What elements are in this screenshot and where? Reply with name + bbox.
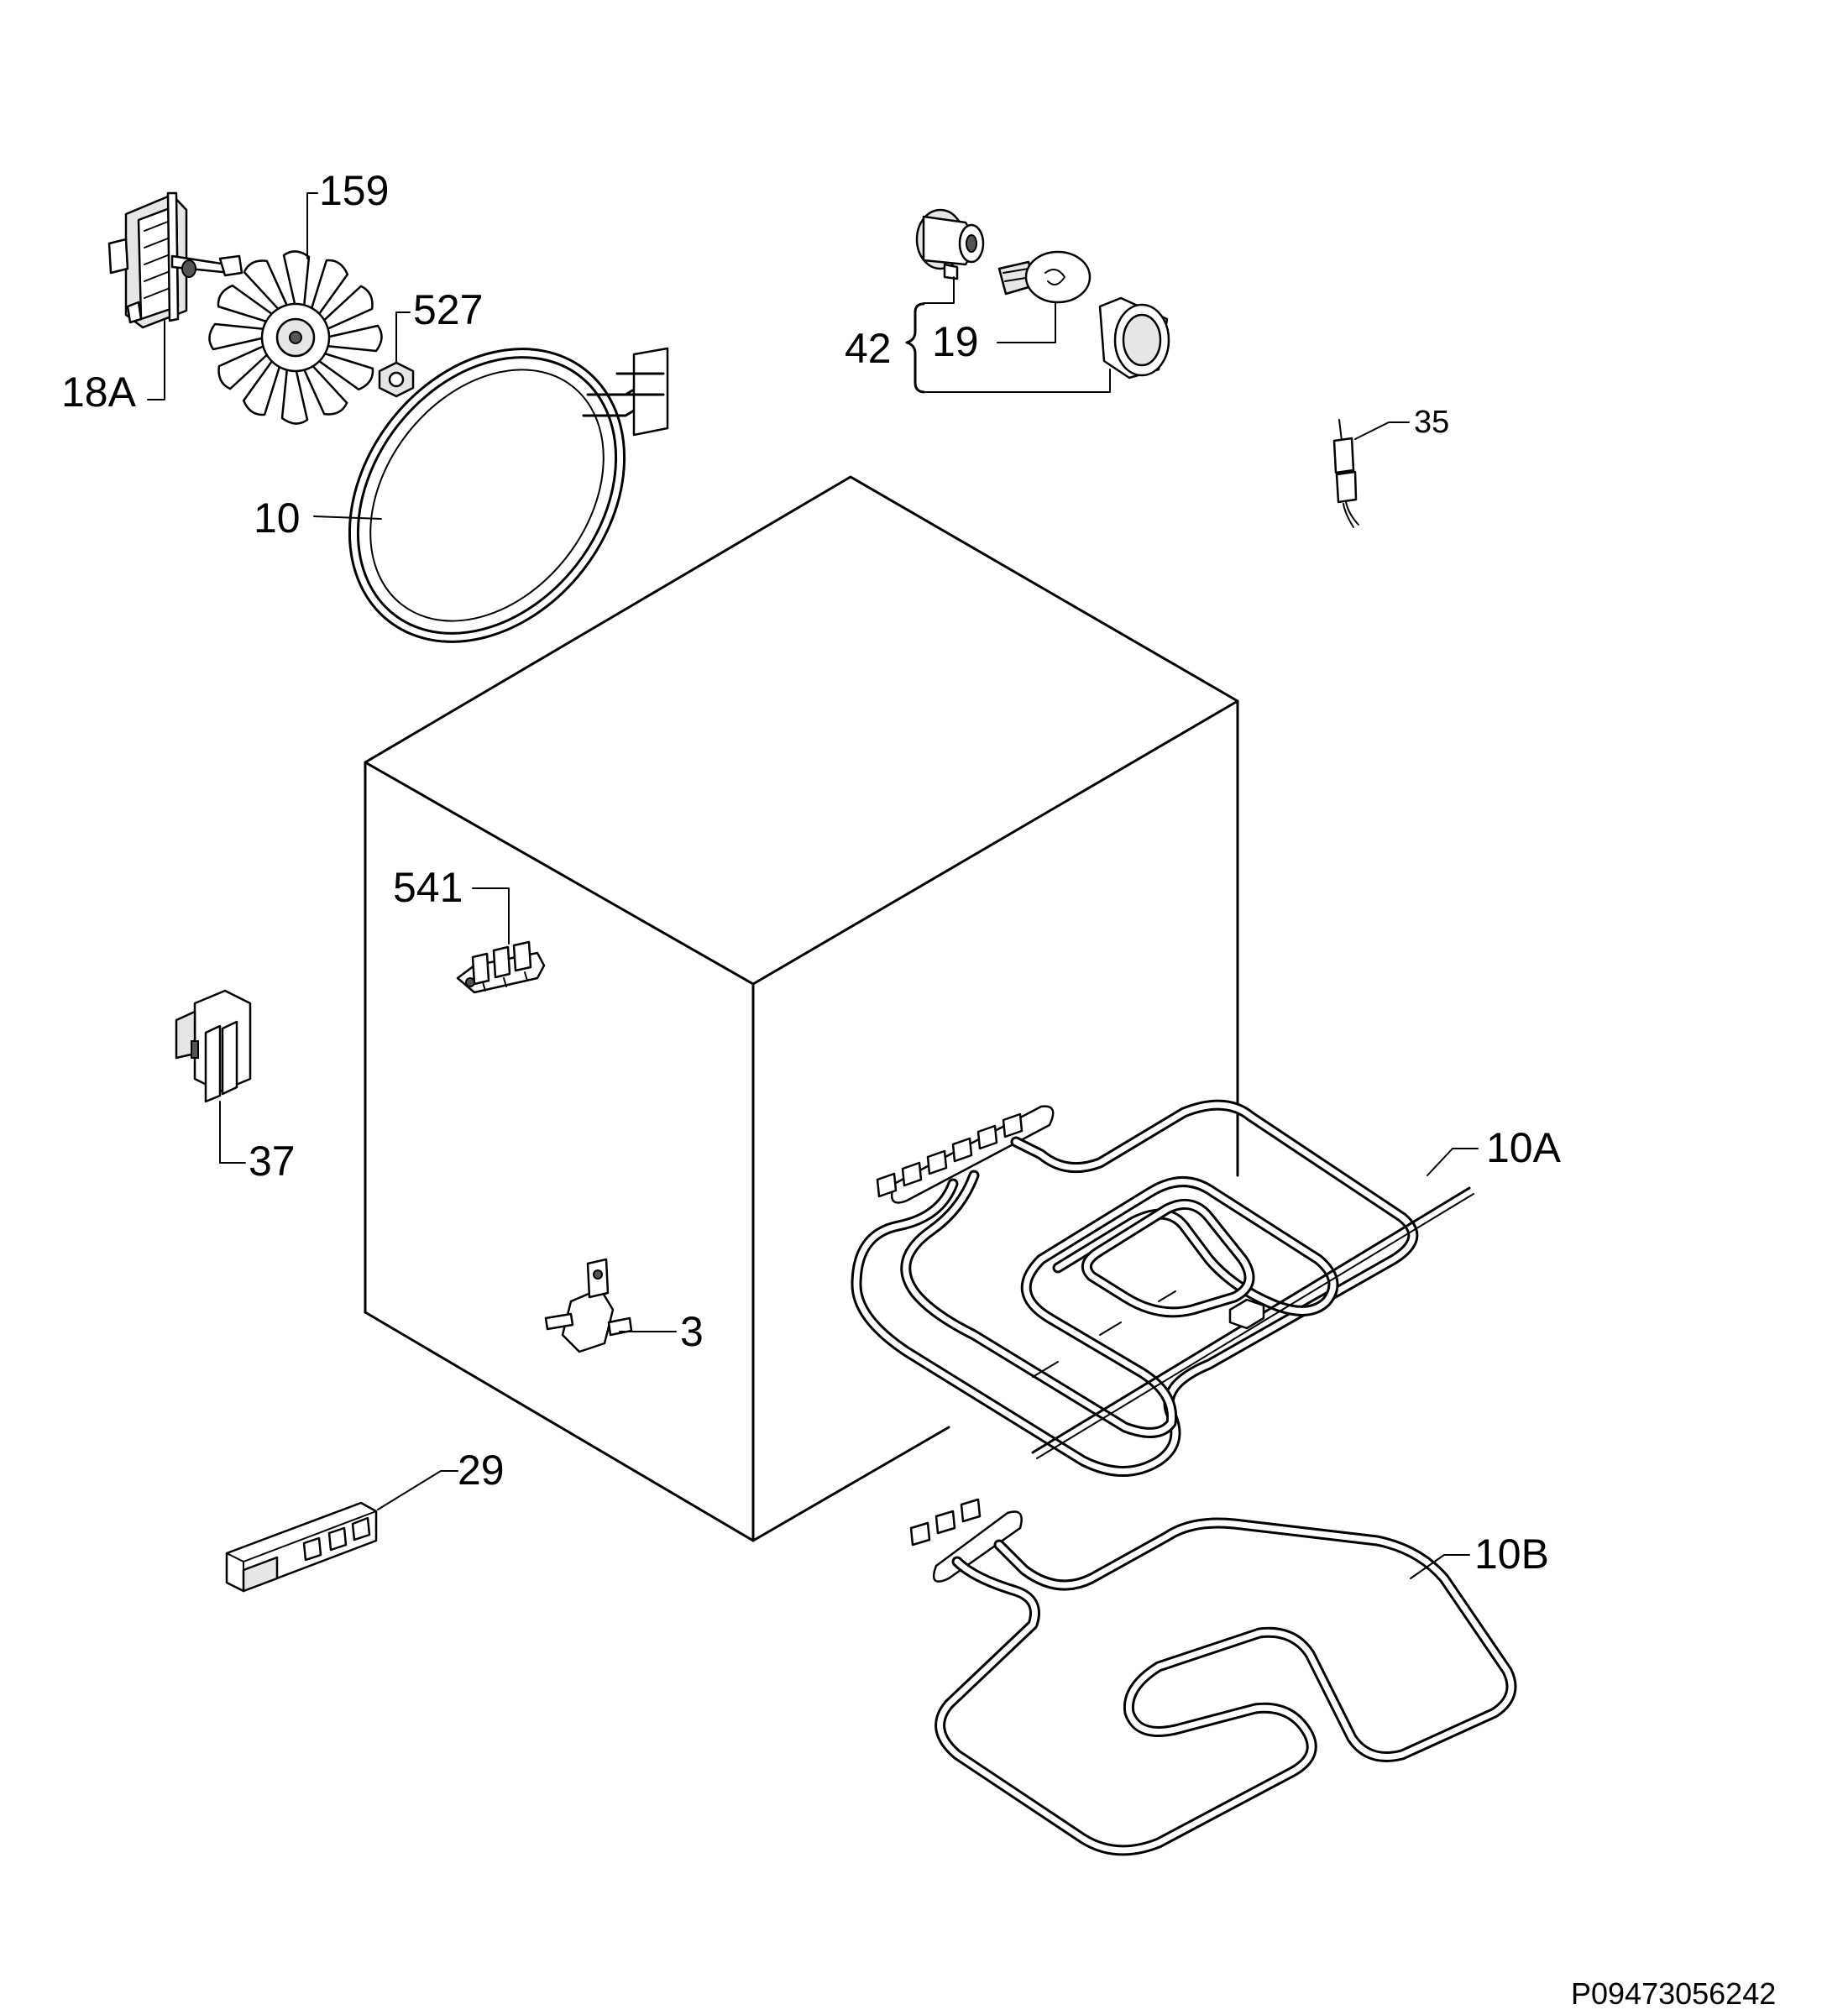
label-541: 541 bbox=[393, 864, 463, 911]
document-code: P09473056242 bbox=[1571, 1976, 1776, 2011]
fan-blade-vane bbox=[208, 322, 267, 351]
label-10b: 10B bbox=[1474, 1531, 1549, 1578]
connector-block-part bbox=[456, 940, 546, 994]
fan-blade-vane bbox=[320, 285, 374, 331]
clip-part bbox=[175, 989, 252, 1103]
label-10: 10 bbox=[254, 495, 301, 542]
fan-blade-vane bbox=[243, 259, 289, 313]
sensor-part bbox=[1332, 419, 1359, 528]
fan-blade-vane bbox=[242, 358, 282, 416]
label-42: 42 bbox=[845, 325, 892, 372]
label-159: 159 bbox=[319, 167, 389, 214]
oven-cavity-box bbox=[364, 475, 1239, 1542]
fan-blade-vane bbox=[302, 362, 348, 416]
thermostat-part bbox=[544, 1258, 633, 1353]
fan-motor-part bbox=[107, 191, 243, 329]
fan-blade-vane bbox=[217, 284, 275, 324]
label-35: 35 bbox=[1414, 405, 1449, 440]
label-29: 29 bbox=[458, 1447, 505, 1494]
lamp-cover-part bbox=[1098, 296, 1170, 379]
nut-part bbox=[378, 361, 415, 398]
lamp-bulb-part bbox=[997, 250, 1092, 304]
label-527: 527 bbox=[413, 286, 483, 333]
fan-blade-vane bbox=[324, 324, 383, 353]
fan-blade-vane bbox=[217, 344, 271, 390]
label-10a: 10A bbox=[1486, 1124, 1562, 1171]
fan-blade-part bbox=[208, 250, 383, 425]
label-19: 19 bbox=[932, 318, 979, 365]
fan-blade-vane bbox=[280, 366, 309, 425]
label-18a: 18A bbox=[61, 369, 137, 416]
circular-heater-part bbox=[348, 347, 669, 643]
lamp-holder-part bbox=[915, 208, 985, 280]
label-37: 37 bbox=[249, 1138, 296, 1185]
fan-blade-vane bbox=[309, 259, 349, 317]
spark-generator-part bbox=[225, 1501, 378, 1593]
fan-blade-vane bbox=[316, 351, 374, 391]
grill-heater-part bbox=[851, 1099, 1474, 1477]
fan-blade-vane bbox=[282, 250, 311, 309]
bottom-heater-part bbox=[909, 1498, 1517, 1856]
label-3: 3 bbox=[680, 1308, 704, 1355]
